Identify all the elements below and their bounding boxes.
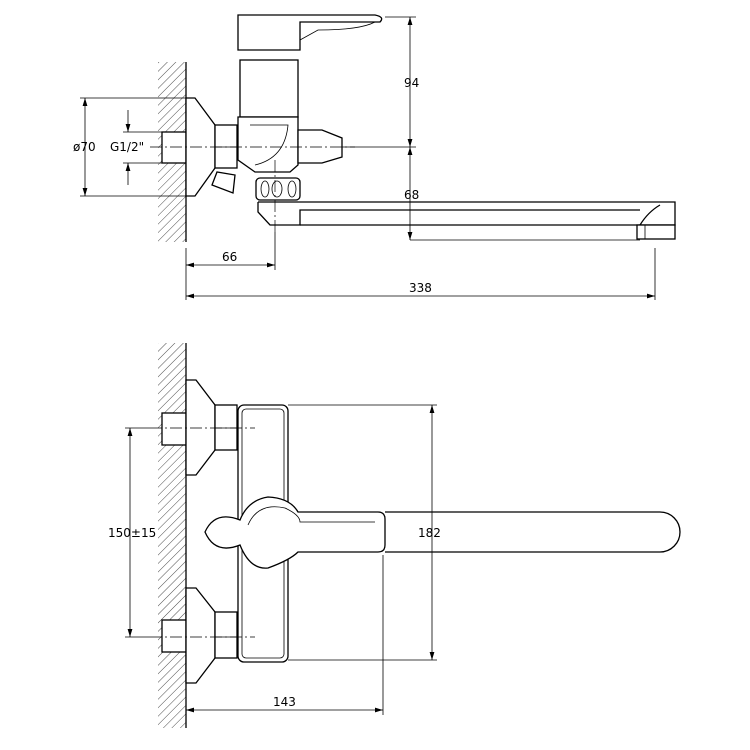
aerator (636, 224, 676, 240)
body-lower (237, 116, 299, 173)
dim-182: 182 (418, 526, 441, 540)
dim-thread: G1/2" (110, 140, 144, 154)
inlet-pipe (161, 131, 187, 164)
dim-150: 150±15 (108, 526, 156, 540)
dim-338: 338 (409, 281, 432, 295)
dim-68: 68 (404, 188, 419, 202)
wall-hatch-bottom (158, 343, 186, 728)
flange-upper (185, 379, 216, 476)
handle-lever (204, 496, 386, 569)
side-view: 94 68 ø70 G1/2" 66 338 (73, 14, 676, 300)
front-view: 150±15 182 143 (108, 343, 681, 728)
inlet-pipe-lower (161, 619, 187, 653)
dim-94: 94 (404, 76, 419, 90)
handle (237, 14, 383, 51)
diverter-knob (297, 129, 343, 164)
dim-143: 143 (273, 695, 296, 709)
body-upper (239, 59, 299, 118)
dim-diameter-70: ø70 (73, 140, 96, 154)
flange-lower (185, 587, 216, 684)
nut-upper (214, 404, 238, 451)
nut-lower (214, 611, 238, 659)
eccentric-thread (211, 171, 236, 194)
nut (214, 124, 238, 169)
inlet-pipe-upper (161, 412, 187, 446)
spout (257, 201, 676, 226)
dim-66: 66 (222, 250, 237, 264)
